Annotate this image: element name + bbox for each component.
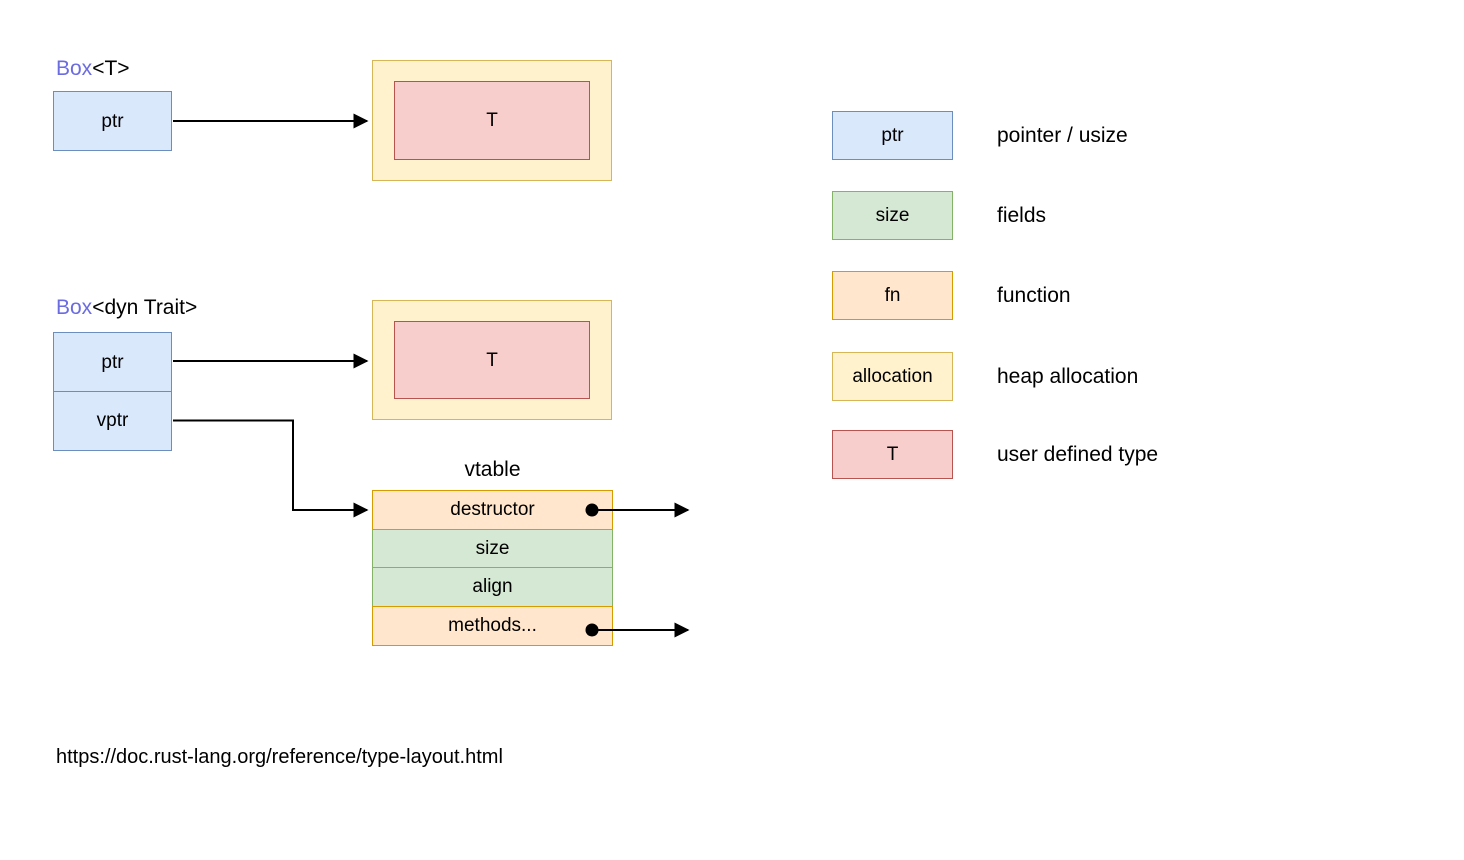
legend-item-fields: size fields [832,191,1046,240]
legend-item-user-defined-type: T user defined type [832,430,1158,479]
vtable: destructor size align methods... [372,490,613,646]
vtable-row-align-label: align [472,576,513,597]
legend-desc-heap-allocation: heap allocation [997,364,1139,388]
box-dyn-vptr-cell: vptr [53,390,172,451]
legend-swatch-t: T [832,430,953,479]
legend-swatch-ptr: ptr [832,111,953,160]
box-t-ptr-cell: ptr [53,91,172,151]
source-url-text: https://doc.rust-lang.org/reference/type… [56,746,503,768]
legend-swatch-t-label: T [886,443,899,465]
box-t-heap-type-label: T [486,110,498,131]
vtable-row-methods-label: methods... [448,614,537,636]
vtable-row-methods: methods... [372,605,613,646]
legend-item-function: fn function [832,271,1071,320]
vtable-row-destructor: destructor [372,490,613,530]
box-dyn-ptr-cell: ptr [53,332,172,392]
legend-desc-user-defined-type: user defined type [997,442,1159,466]
box-t-title-type: <T> [92,57,130,80]
box-dyn-trait-title-keyword: Box [56,296,93,319]
box-t-title: Box<T> [56,57,130,81]
box-dyn-trait-title-type: <dyn Trait> [92,296,198,319]
legend-item-heap-allocation: allocation heap allocation [832,352,1138,401]
box-t-heap-type-cell: T [394,81,590,160]
box-dyn-vptr-label: vptr [96,410,129,431]
vtable-row-size-label: size [475,537,510,559]
legend-swatch-allocation-label: allocation [852,365,933,387]
legend-swatch-ptr-label: ptr [881,124,904,146]
legend-swatch-fn-label: fn [884,284,901,306]
legend-desc-function: function [997,283,1071,307]
vtable-row-align: align [372,567,613,607]
legend-desc-fields: fields [997,203,1047,227]
box-dyn-ptr-label: ptr [101,351,124,373]
legend-swatch-size: size [832,191,953,240]
legend-item-pointer: ptr pointer / usize [832,111,1128,160]
vtable-title: vtable [464,458,521,481]
box-dyn-heap-type-label: T [486,349,498,371]
vtable-row-destructor-label: destructor [450,499,535,520]
box-t-ptr-label: ptr [101,110,124,132]
legend-swatch-fn: fn [832,271,953,320]
legend-swatch-size-label: size [875,204,910,226]
box-dyn-trait-title: Box<dyn Trait> [56,296,197,320]
box-t-title-keyword: Box [56,57,93,80]
arrow-boxdyn-vptr-to-vtable [173,419,369,518]
vtable-row-size: size [372,528,613,569]
box-dyn-heap-type-cell: T [394,321,590,399]
legend-desc-pointer: pointer / usize [997,123,1128,147]
legend-swatch-allocation: allocation [832,352,953,401]
